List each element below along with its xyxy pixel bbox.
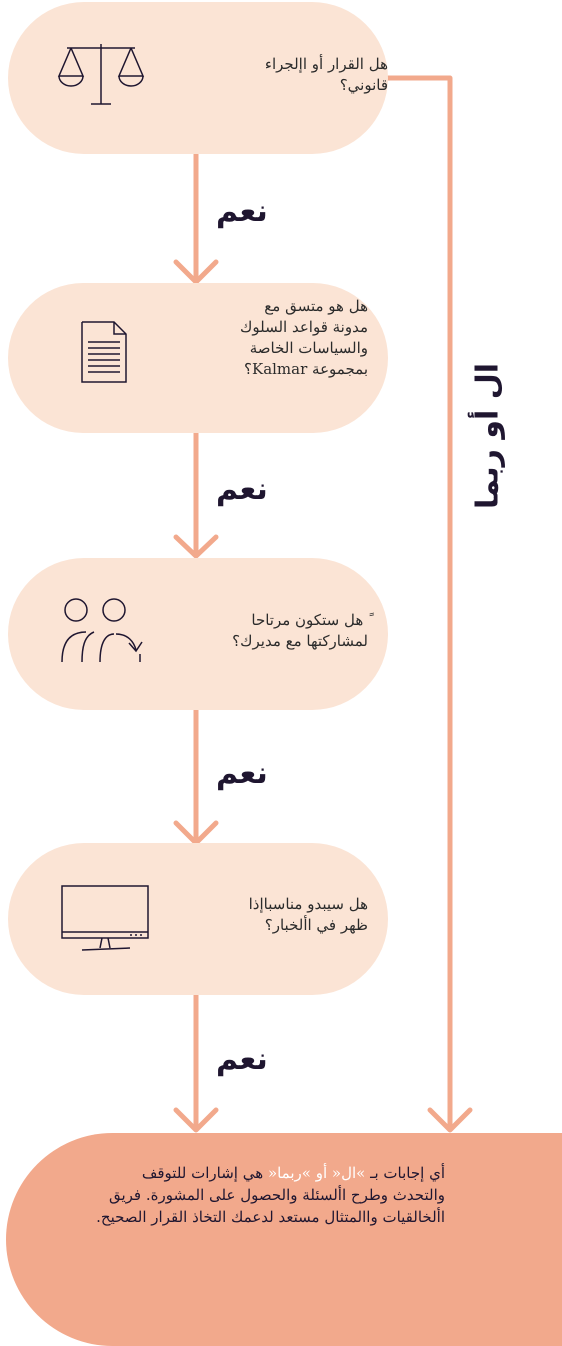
people-icon xyxy=(61,598,143,663)
final-text: أي إجابات بـ »ال« أو »ربما« هي إشارات لل… xyxy=(95,1162,445,1228)
final-text-part2: هي إشارات للتوقف والتحدث وطرح األسئلة وا… xyxy=(96,1164,445,1226)
tv-icon xyxy=(61,885,149,951)
side-path xyxy=(385,75,453,1131)
document-icon xyxy=(81,321,127,383)
yes-label-1: نعم xyxy=(216,194,268,229)
no-or-maybe-label: ال أو ربما xyxy=(470,362,506,510)
final-text-part1: أي إجابات بـ xyxy=(365,1164,445,1182)
question-4-text: هل سيبدو مناسباإذا ظهر في األخبار؟ xyxy=(248,895,368,934)
question-3-text: ً هل ستكون مرتاحا لمشاركتها مع مديرك؟ xyxy=(232,611,368,650)
question-2-text: هل هو متسق مع مدونة قواعد السلوك والسياس… xyxy=(239,297,368,378)
scales-icon xyxy=(57,44,145,105)
question-box-4 xyxy=(8,843,388,995)
question-1-text: هل القرار أو اإلجراء قانوني؟ xyxy=(264,55,388,94)
question-box-2 xyxy=(8,283,388,433)
yes-label-2: نعم xyxy=(216,472,268,507)
question-box-1 xyxy=(8,2,388,154)
yes-label-3: نعم xyxy=(216,756,268,791)
final-text-highlight: »ال« أو »ربما« xyxy=(267,1164,366,1182)
yes-label-4: نعم xyxy=(216,1042,268,1077)
question-box-3 xyxy=(8,558,388,710)
final-box xyxy=(6,1133,562,1346)
